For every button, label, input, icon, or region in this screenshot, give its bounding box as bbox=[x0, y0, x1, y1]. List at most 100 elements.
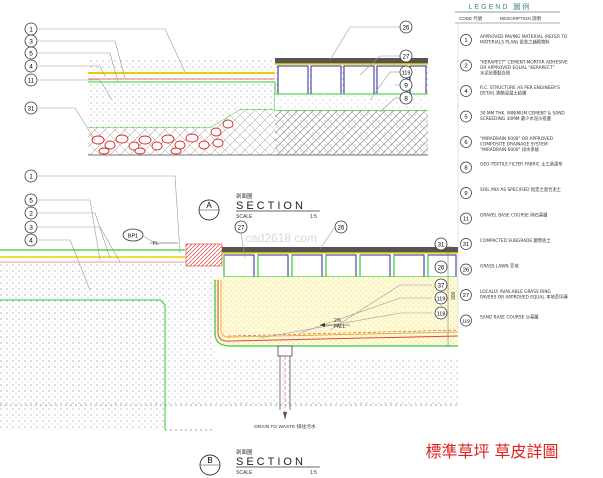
legend-code-badge bbox=[460, 314, 472, 327]
section-b-right-tags: 31 26 37 119 118 bbox=[434, 237, 448, 320]
legend-description: COMPACTED SUBGRADE 壓實底土 bbox=[480, 237, 551, 244]
tag-b-5: 5 bbox=[29, 198, 33, 205]
legend-code: 26 bbox=[463, 268, 469, 274]
tag-a-9: 9 bbox=[404, 83, 408, 90]
legend-item: 26 GRASS LAWN 草地 bbox=[460, 263, 519, 276]
fl-label: FL bbox=[153, 241, 159, 247]
legend-description: "KERAPECT" CEMENT-MORTAR ADHESIVE bbox=[480, 60, 568, 66]
tag-b-1: 1 bbox=[29, 174, 33, 181]
legend-code: 6 bbox=[464, 140, 467, 146]
legend-description: COMPOSITE DRAINAGE SYSTEM bbox=[480, 141, 548, 147]
section-a-drainage-cell bbox=[275, 110, 428, 155]
dimension-300: 300 bbox=[451, 291, 457, 300]
tag-b-3: 3 bbox=[29, 225, 33, 232]
tag-a-119: 119 bbox=[402, 71, 411, 77]
legend-description: 水泥砂漿黏合劑 bbox=[480, 69, 510, 76]
legend-description: 30 MM THK. MINIMUM CEMENT & SAND bbox=[480, 111, 565, 117]
section-a-scale-label: SCALE bbox=[236, 214, 253, 220]
legend-code-badge bbox=[460, 212, 472, 225]
section-a-title: A 剖面圖 SECTION SCALE 1:5 bbox=[198, 192, 320, 221]
edge-block bbox=[185, 243, 223, 267]
legend-item: 5 30 MM THK. MINIMUM CEMENT & SANDSCREEDI… bbox=[460, 110, 565, 123]
legend-list: 1 APPROVED PAVING MATERIAL (REFER TOMATER… bbox=[460, 34, 568, 327]
tag-bp1: BP1 bbox=[128, 234, 138, 240]
legend-item: 31 COMPACTED SUBGRADE 壓實底土 bbox=[460, 237, 551, 250]
section-a-scale-value: 1:5 bbox=[310, 214, 317, 220]
legend-code-badge bbox=[460, 263, 472, 276]
section-a-right-tags: 26 27 119 9 8 bbox=[399, 20, 413, 105]
legend-code: 4 bbox=[464, 89, 468, 95]
legend-code-badge bbox=[460, 161, 472, 174]
legend-code-badge bbox=[460, 289, 472, 301]
legend-code: 5 bbox=[464, 115, 467, 121]
tag-b-37: 37 bbox=[438, 284, 445, 290]
legend-code-badge bbox=[460, 187, 472, 199]
tag-a-26: 26 bbox=[403, 26, 410, 32]
tag-b-27: 27 bbox=[238, 226, 245, 232]
section-a-left-tags: 1 3 5 4 11 31 bbox=[24, 22, 38, 115]
section-b-title: B 剖面圖 SECTION SCALE 1:5 bbox=[199, 448, 320, 476]
legend-code-badge bbox=[460, 238, 472, 250]
tag-b-4: 4 bbox=[29, 238, 33, 245]
section-a-grass-pavers bbox=[277, 65, 427, 95]
section-b-left-tags: 1 5 2 3 4 bbox=[24, 169, 38, 247]
section-a-chinese: 剖面圖 bbox=[236, 192, 253, 200]
watermark: cad2618.com bbox=[245, 231, 317, 245]
tag-a-4: 4 bbox=[29, 64, 33, 71]
legend-code-badge bbox=[460, 34, 472, 46]
legend-code: 1 bbox=[464, 38, 467, 44]
legend-code-header: CODE 代號 bbox=[459, 15, 483, 22]
legend-panel: LEGEND 圖例 CODE 代號 DESCRIPTION 說明 1 APPROV… bbox=[455, 2, 568, 330]
footer-title: 標準草坪 草皮詳圖 bbox=[425, 442, 558, 461]
legend-code: 8 bbox=[464, 166, 467, 172]
section-a-marker: A bbox=[206, 201, 212, 210]
legend-description: APPROVED PAVING MATERIAL (REFER TO bbox=[480, 34, 568, 40]
drain-label: DRAIN TO WASTE 排往污水 bbox=[254, 423, 316, 430]
legend-code: 119 bbox=[462, 319, 470, 325]
legend-description: GRAVEL BASE COURSE 碎石基層 bbox=[480, 212, 547, 219]
legend-description: DETAIL 鋼筋混凝土結構 bbox=[480, 89, 527, 96]
legend-description: MATERIALS PLAN) 批准之鋪砌物料 bbox=[480, 38, 550, 45]
legend-code-badge bbox=[460, 59, 472, 72]
tag-a-8: 8 bbox=[404, 96, 408, 103]
legend-code: 9 bbox=[464, 191, 467, 197]
legend-description: LOCALLY AVAILABLE GRASS RING bbox=[480, 289, 551, 295]
legend-code: 27 bbox=[463, 293, 469, 299]
tag-a-1: 1 bbox=[29, 27, 33, 34]
tag-b-26r: 26 bbox=[438, 266, 445, 272]
tag-b-26: 26 bbox=[338, 226, 345, 232]
section-b-scale-label: SCALE bbox=[236, 470, 253, 476]
legend-description: SAND BASE COURSE 沙基層 bbox=[480, 314, 539, 321]
legend-item: 1 APPROVED PAVING MATERIAL (REFER TOMATER… bbox=[460, 34, 568, 46]
section-b-scale-value: 1:5 bbox=[310, 470, 317, 476]
section-a-pebbles bbox=[91, 119, 234, 155]
legend-desc-header: DESCRIPTION 說明 bbox=[500, 15, 542, 22]
tag-b-118: 118 bbox=[437, 312, 446, 318]
legend-title: LEGEND 圖例 bbox=[469, 2, 532, 11]
legend-description: SCREEDING 30MM 最少水泥沙批盪 bbox=[480, 115, 552, 122]
tag-a-5: 5 bbox=[29, 51, 33, 58]
legend-code-badge bbox=[460, 136, 472, 148]
legend-code: 31 bbox=[463, 242, 469, 248]
section-b-grass-pavers bbox=[223, 254, 457, 278]
section-a-drawing bbox=[38, 26, 428, 156]
legend-code: 2 bbox=[464, 64, 467, 70]
legend-description: R.C. STRUCTURE AS PER ENGINEER'S bbox=[480, 85, 560, 91]
legend-code-badge bbox=[460, 85, 472, 97]
section-a-grass-lawn bbox=[275, 58, 428, 64]
sand-base bbox=[215, 277, 458, 345]
legend-description: "MIRADRAIN 6000" OR APPROVED bbox=[480, 136, 554, 142]
legend-item: 4 R.C. STRUCTURE AS PER ENGINEER'SDETAIL … bbox=[460, 85, 560, 97]
section-b-grass-lawn bbox=[222, 247, 458, 253]
legend-code-badge bbox=[460, 110, 472, 123]
tag-b-31: 31 bbox=[438, 243, 445, 249]
legend-description: "MIRADRAIN 6000" 排水系統 bbox=[480, 146, 540, 153]
legend-item: 119 SAND BASE COURSE 沙基層 bbox=[460, 314, 539, 327]
legend-code: 11 bbox=[463, 217, 469, 223]
legend-description: GRASS LAWN 草地 bbox=[480, 263, 519, 270]
fall-label: 2%FALL bbox=[334, 318, 346, 330]
